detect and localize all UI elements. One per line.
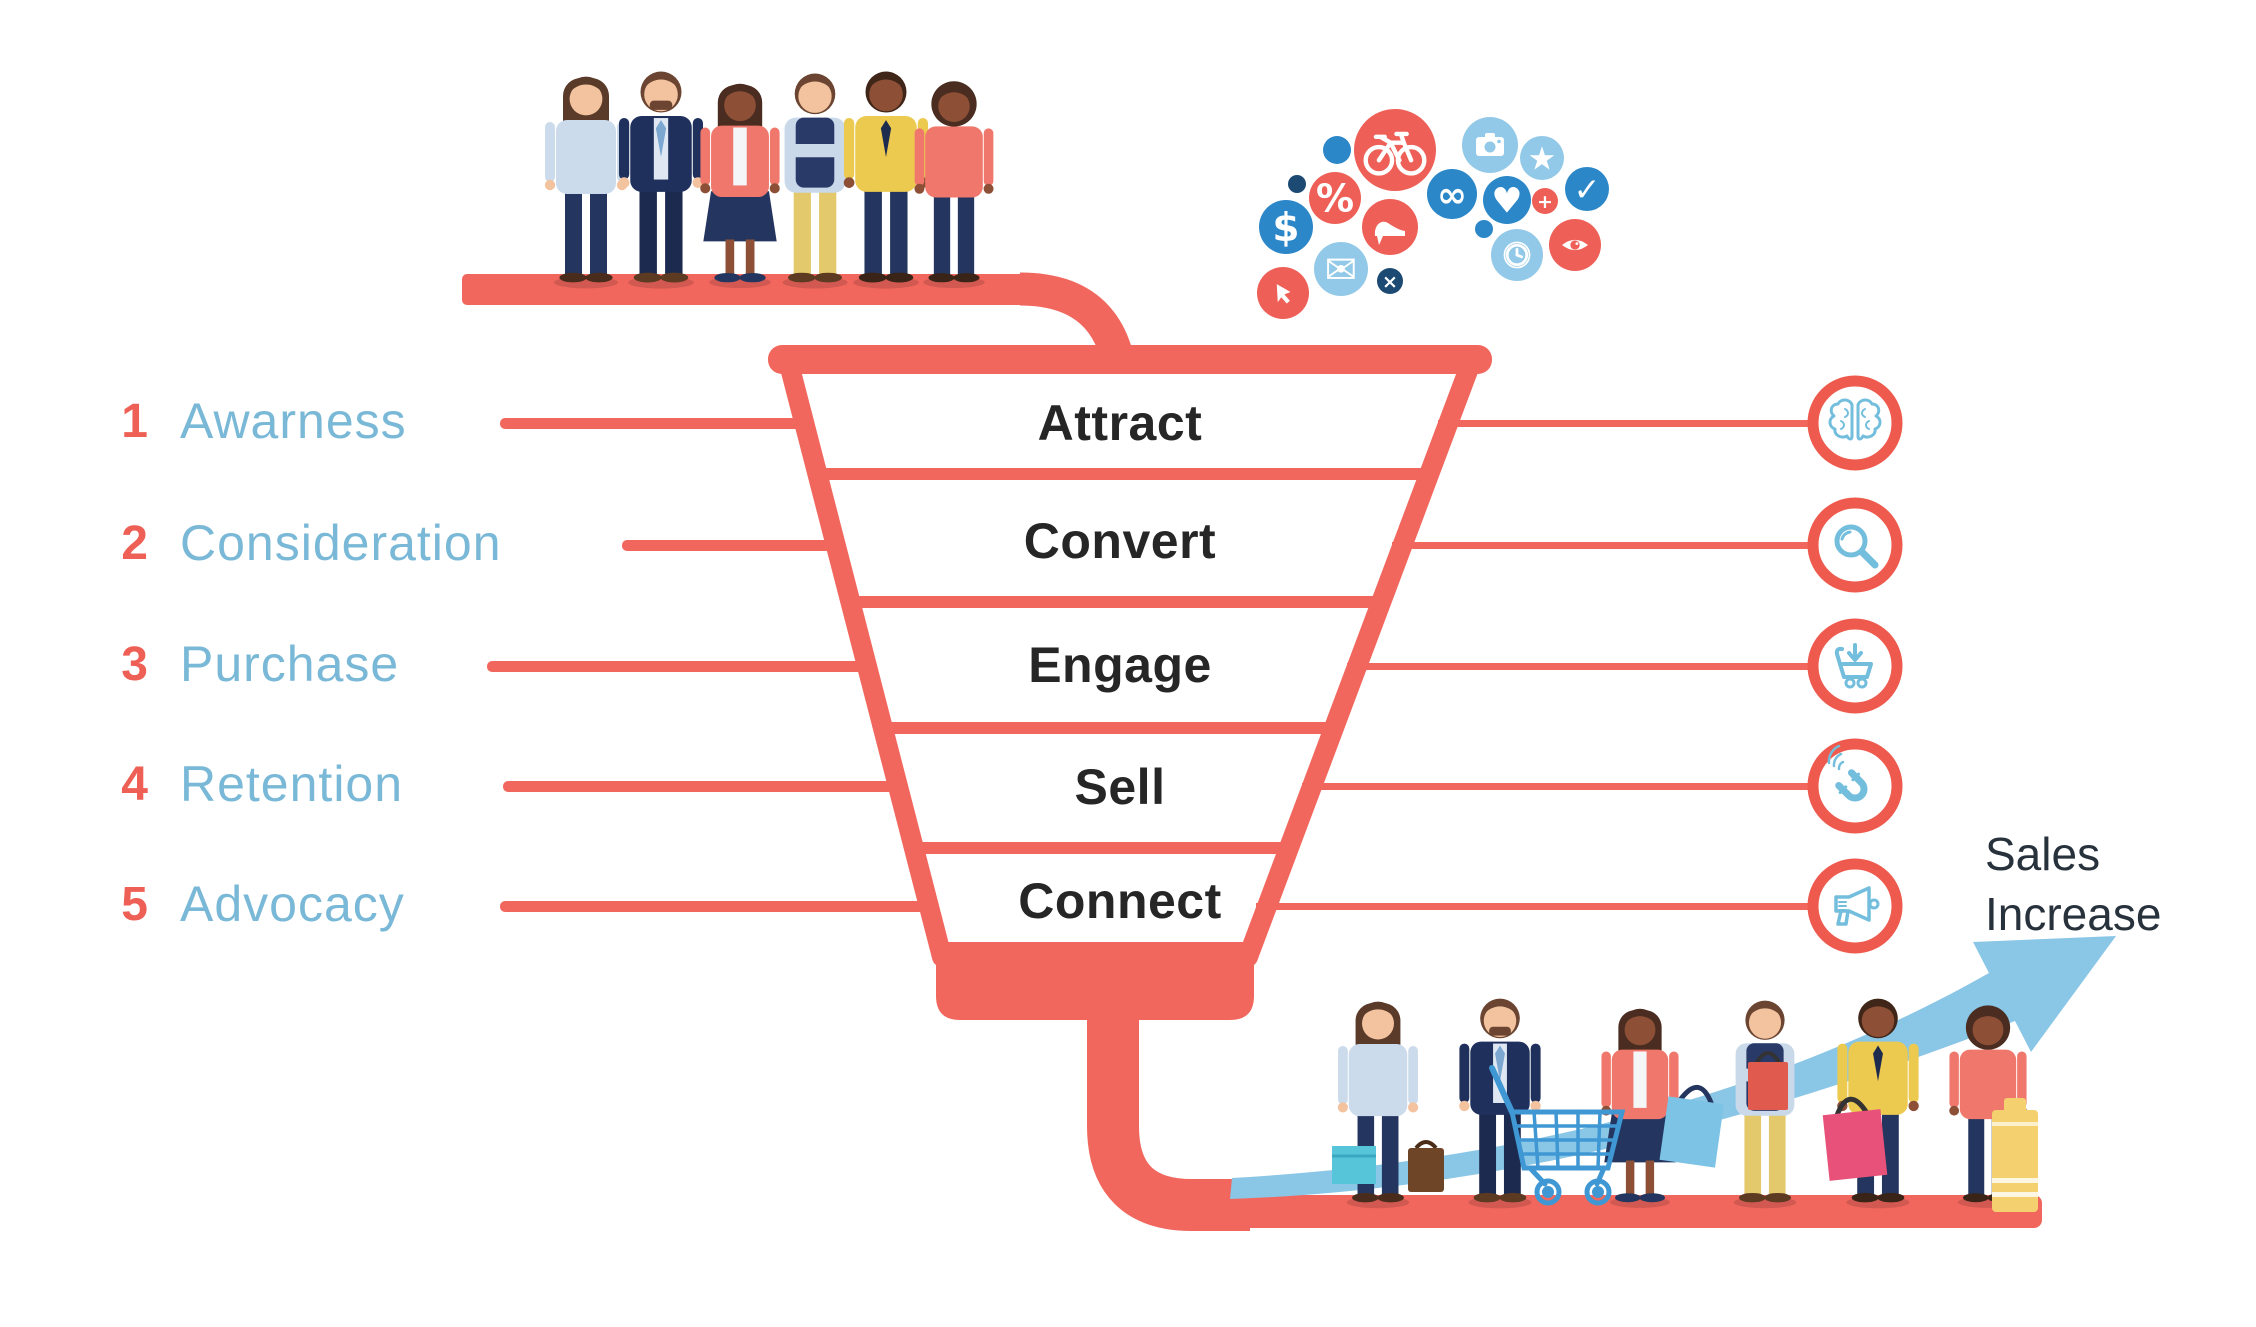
magnet-icon [1827, 744, 1868, 802]
sales-increase-arrow [1230, 936, 2116, 1199]
person-figure [1459, 998, 1541, 1209]
stage-icon-magnet [1807, 738, 1903, 834]
pink-shopping-bag-icon [1822, 1096, 1888, 1181]
magnifier-icon [1834, 524, 1879, 569]
svg-text:+: + [1537, 191, 1553, 213]
heel-shoe-icon [1362, 199, 1418, 255]
people-group-top [544, 71, 994, 289]
person-figure [544, 76, 628, 289]
person-figure [1601, 1008, 1679, 1208]
stage-icon-brain [1807, 375, 1903, 471]
briefcase-icon [1408, 1140, 1444, 1192]
svg-text:∞: ∞ [1437, 175, 1467, 216]
funnel-rim [768, 345, 1492, 374]
person-figure [618, 71, 704, 289]
heart-icon: ♥ [1483, 176, 1531, 224]
sales-increase-annotation: Sales Increase [1985, 824, 2161, 944]
funnel-stage-connect: Connect [1018, 873, 1222, 929]
stage-icon-magnifier [1807, 497, 1903, 593]
brain-icon [1828, 398, 1882, 441]
svg-text:♥: ♥ [1491, 182, 1522, 222]
step-label-awareness: Awarness [180, 393, 407, 449]
percent-icon: % [1309, 172, 1361, 224]
funnel-stage-engage: Engage [1028, 637, 1212, 693]
svg-text:✓: ✓ [1574, 171, 1601, 209]
floating-icon-cluster: % $ ✉ × ∞ ★♥ + ✓ [1257, 109, 1609, 319]
svg-text:%: % [1316, 177, 1354, 221]
dot-icon [1475, 220, 1493, 238]
funnel-stage-convert: Convert [1023, 513, 1217, 569]
sales-increase-line2: Increase [1985, 888, 2162, 940]
svg-text:×: × [1382, 271, 1398, 293]
sales-increase-line1: Sales [1985, 828, 2101, 880]
check-icon: ✓ [1565, 167, 1609, 211]
funnel-dividers [812, 468, 1434, 854]
stage-icon-cart [1807, 618, 1903, 714]
eye-icon [1549, 219, 1601, 271]
red-shopping-bag-icon [1748, 1051, 1788, 1110]
plus-icon: + [1532, 188, 1558, 214]
svg-text:✉: ✉ [1325, 248, 1358, 293]
bicycle-icon [1354, 109, 1436, 191]
funnel-base [936, 942, 1254, 1020]
left-connectors [487, 418, 937, 912]
funnel-stage-sell: Sell [1074, 759, 1166, 815]
right-connectors [1256, 420, 1810, 910]
step-label-retention: Retention [180, 756, 404, 812]
clock-icon [1491, 229, 1543, 281]
svg-text:$: $ [1272, 206, 1299, 251]
step-number-5: 5 [121, 878, 148, 931]
teal-box-icon [1332, 1146, 1376, 1184]
step-label-consideration: Consideration [180, 515, 502, 571]
cursor-icon [1257, 267, 1309, 319]
person-figure [914, 81, 994, 289]
person-figure [700, 83, 780, 289]
envelope-icon: ✉ [1314, 242, 1368, 296]
step-number-3: 3 [121, 638, 148, 691]
blue-shopping-bag-icon [1659, 1084, 1724, 1168]
step-number-2: 2 [121, 517, 148, 570]
funnel-shape [768, 345, 1492, 1020]
megaphone-icon [1834, 886, 1880, 926]
svg-text:★: ★ [1528, 140, 1557, 178]
cart-download-icon [1834, 643, 1873, 689]
shopping-accessories [1332, 1051, 2038, 1212]
step-number-1: 1 [121, 395, 148, 448]
camera-icon [1462, 117, 1518, 173]
dot-icon [1323, 136, 1351, 164]
bottom-spout-platform [1087, 1010, 2042, 1231]
dot-icon [1288, 175, 1306, 193]
step-number-4: 4 [121, 758, 148, 811]
step-label-purchase: Purchase [180, 636, 400, 692]
infinity-icon: ∞ [1427, 169, 1477, 219]
person-figure [782, 73, 848, 289]
shopping-cart-icon [1489, 1065, 1626, 1206]
stage-icon-megaphone [1807, 858, 1903, 954]
funnel-stage-attract: Attract [1037, 395, 1203, 451]
cross-icon: × [1377, 268, 1403, 294]
battery-icon [1992, 1098, 2038, 1212]
star-icon: ★ [1520, 136, 1564, 180]
step-label-advocacy: Advocacy [180, 876, 405, 932]
dollar-icon: $ [1259, 200, 1313, 254]
